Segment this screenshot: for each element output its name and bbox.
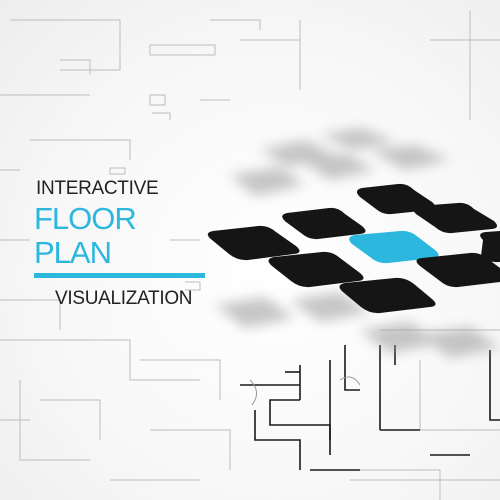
- title-line-visualization: VISUALIZATION: [55, 288, 193, 309]
- logo-tile: [339, 277, 436, 314]
- logo-tile: [480, 231, 500, 263]
- logo-tile: [416, 252, 500, 288]
- title-block: INTERACTIVE FLOOR PLAN VISUALIZATION: [34, 178, 209, 310]
- title-underline: [34, 273, 205, 278]
- logo-tile: [412, 202, 498, 234]
- logo-tile: [207, 225, 300, 261]
- logo-tile-highlight: [349, 230, 439, 264]
- logo-shadow: [215, 128, 500, 358]
- logo-tile: [282, 207, 366, 240]
- title-line-floor-plan: FLOOR PLAN: [34, 201, 137, 270]
- logo-tile: [268, 251, 364, 288]
- title-line-interactive: INTERACTIVE: [36, 178, 159, 199]
- logo-tiles: [207, 183, 500, 314]
